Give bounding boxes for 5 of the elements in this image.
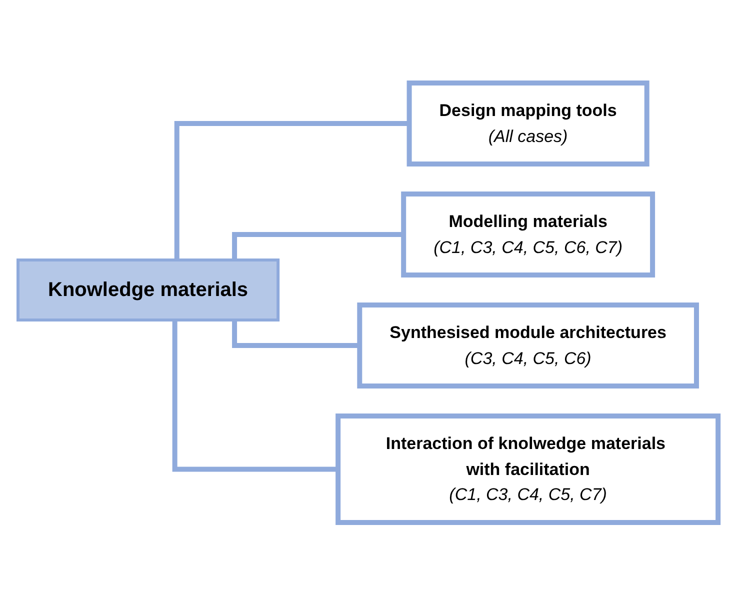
node-box: Synthesised module architectures (C3, C4, C5, C6) — [358, 302, 700, 389]
node-box: Interaction of knolwedge materials with facilitation (C1, C3, C4, C5, C7) — [336, 414, 722, 526]
node-box: Modelling materials (C1, C3, C4, C5, C6, C7) — [402, 192, 656, 278]
node-box: Knowledge materials — [16, 258, 280, 322]
node-box: Design mapping tools (All cases) — [407, 80, 650, 167]
